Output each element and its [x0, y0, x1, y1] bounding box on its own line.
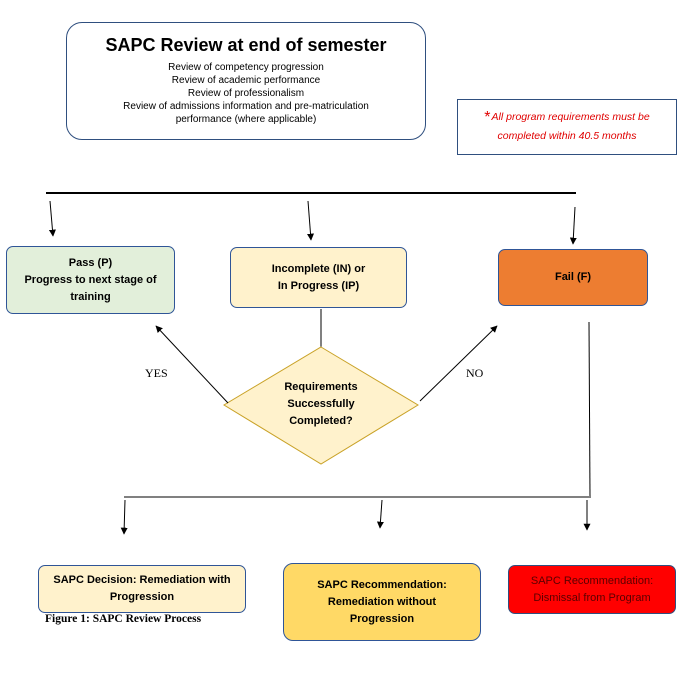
- remediation-with-line-1: SAPC Decision: Remediation with: [53, 574, 231, 586]
- decision-text: Requirements Successfully Completed?: [262, 379, 380, 430]
- pass-label: Pass (P): [68, 256, 113, 269]
- arrow-to-remediation-with: [120, 499, 128, 535]
- review-title: SAPC Review at end of semester: [105, 35, 387, 55]
- remediation-without-progression-box: SAPC Recommendation: Remediation without…: [283, 563, 481, 641]
- incomplete-line-2: In Progress (IP): [277, 279, 360, 292]
- requirements-note: *All program requirements must be comple…: [484, 108, 649, 146]
- note-line-2: completed within 40.5 months: [497, 130, 637, 142]
- incomplete-line-1: Incomplete (IN) or: [271, 262, 366, 275]
- review-line-performance: performance (where applicable): [175, 114, 317, 125]
- fail-down-line: [588, 321, 591, 497]
- arrow-to-remediation-without: [376, 499, 384, 529]
- decision-diamond: [223, 346, 419, 465]
- decision-line-3: Completed?: [289, 415, 353, 427]
- decision-line-2: Successfully: [287, 398, 355, 410]
- review-line-academic: Review of academic performance: [171, 75, 321, 86]
- arrow-to-pass: [48, 200, 56, 237]
- dismissal-box: SAPC Recommendation: Dismissal from Prog…: [508, 565, 676, 614]
- remediation-without-line-1: SAPC Recommendation:: [317, 578, 447, 591]
- pass-line-2: Progress to next stage of: [24, 273, 157, 286]
- requirements-note-box: *All program requirements must be comple…: [457, 99, 677, 155]
- remediation-with-line-2: Progression: [109, 591, 175, 603]
- no-arrow: [419, 325, 498, 402]
- pass-box: Pass (P) Progress to next stage of train…: [6, 246, 175, 314]
- remediation-without-line-2: Remediation without: [327, 595, 437, 608]
- pass-line-3: training: [70, 290, 111, 303]
- review-line-competency: Review of competency progression: [168, 62, 324, 73]
- arrow-to-incomplete: [307, 200, 315, 241]
- decision-line-1: Requirements: [284, 381, 358, 393]
- no-label: NO: [466, 366, 484, 380]
- incomplete-box: Incomplete (IN) or In Progress (IP): [230, 247, 407, 308]
- dismissal-line-2: Dismissal from Program: [533, 591, 651, 604]
- fail-box: Fail (F): [498, 249, 648, 306]
- fail-label: Fail (F): [554, 271, 592, 283]
- dismissal-line-1: SAPC Recommendation:: [530, 574, 654, 587]
- remediation-without-line-3: Progression: [349, 612, 415, 625]
- note-line-1: All program requirements must be: [491, 111, 650, 123]
- yes-arrow: [155, 325, 229, 404]
- arrow-to-fail: [569, 206, 577, 245]
- yes-label: YES: [145, 366, 168, 380]
- review-line-admissions: Review of admissions information and pre…: [123, 101, 369, 112]
- semester-review-box: SAPC Review at end of semester Review of…: [66, 22, 426, 140]
- asterisk-icon: *: [484, 109, 491, 126]
- remediation-with-progression-box: SAPC Decision: Remediation with Progress…: [38, 565, 246, 613]
- figure-caption: Figure 1: SAPC Review Process: [45, 613, 202, 625]
- review-line-professionalism: Review of professionalism: [187, 88, 305, 99]
